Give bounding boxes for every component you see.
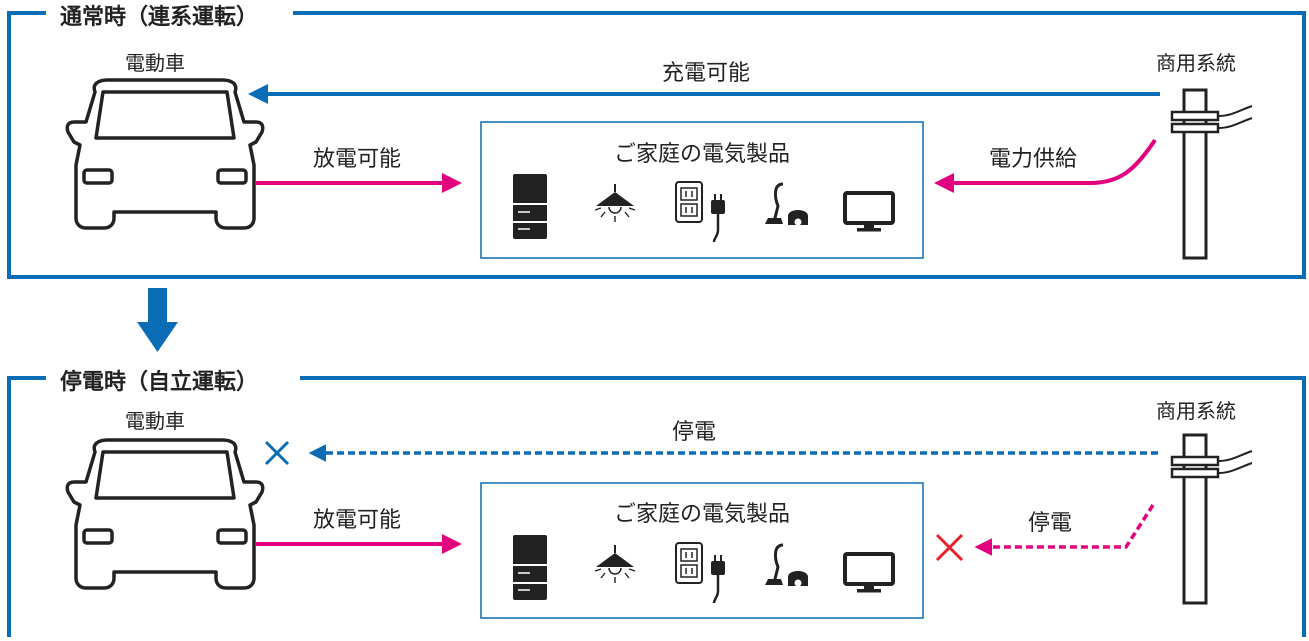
electric-car-icon — [65, 438, 265, 590]
grid-supply-label: 電力供給 — [989, 147, 1077, 172]
refrigerator-icon — [512, 534, 548, 601]
outage-operation-panel: 停電時（自立運転） 電動車 商用系統 停電 放電可能 停電 ご家庭の電気製品 — [7, 369, 1306, 641]
discharge-label: 放電可能 — [313, 147, 401, 172]
normal-operation-panel: 通常時（連系運転） 電動車 商用系統 充電可能 放電可能 電力供給 ご家庭の電気… — [7, 4, 1306, 279]
panel-frame — [7, 11, 1306, 279]
appliances-title: ご家庭の電気製品 — [614, 142, 790, 167]
grid-label: 商用系統 — [1156, 399, 1236, 423]
grid-supply-arrow — [934, 138, 1157, 193]
blocked-x-icon — [935, 533, 964, 562]
utility-pole-icon — [1170, 433, 1254, 605]
charge-label: 充電可能 — [662, 61, 750, 86]
grid-label: 商用系統 — [1156, 51, 1236, 75]
utility-pole-icon — [1170, 88, 1254, 260]
blocked-x-icon — [264, 440, 290, 466]
appliances-title: ご家庭の電気製品 — [614, 502, 790, 527]
transition-down-arrow — [137, 288, 178, 352]
panel-title: 通常時（連系運転） — [60, 4, 258, 30]
car-label: 電動車 — [125, 409, 185, 433]
car-label: 電動車 — [125, 51, 185, 75]
refrigerator-icon — [512, 173, 548, 240]
electric-car-icon — [65, 78, 265, 230]
discharge-label: 放電可能 — [313, 508, 401, 533]
panel-frame — [7, 376, 1306, 641]
outage-supply-label: 停電 — [1028, 511, 1072, 536]
panel-title: 停電時（自立運転） — [60, 369, 258, 395]
blocked-supply-arrow — [974, 504, 1155, 556]
outage-label: 停電 — [672, 420, 716, 445]
